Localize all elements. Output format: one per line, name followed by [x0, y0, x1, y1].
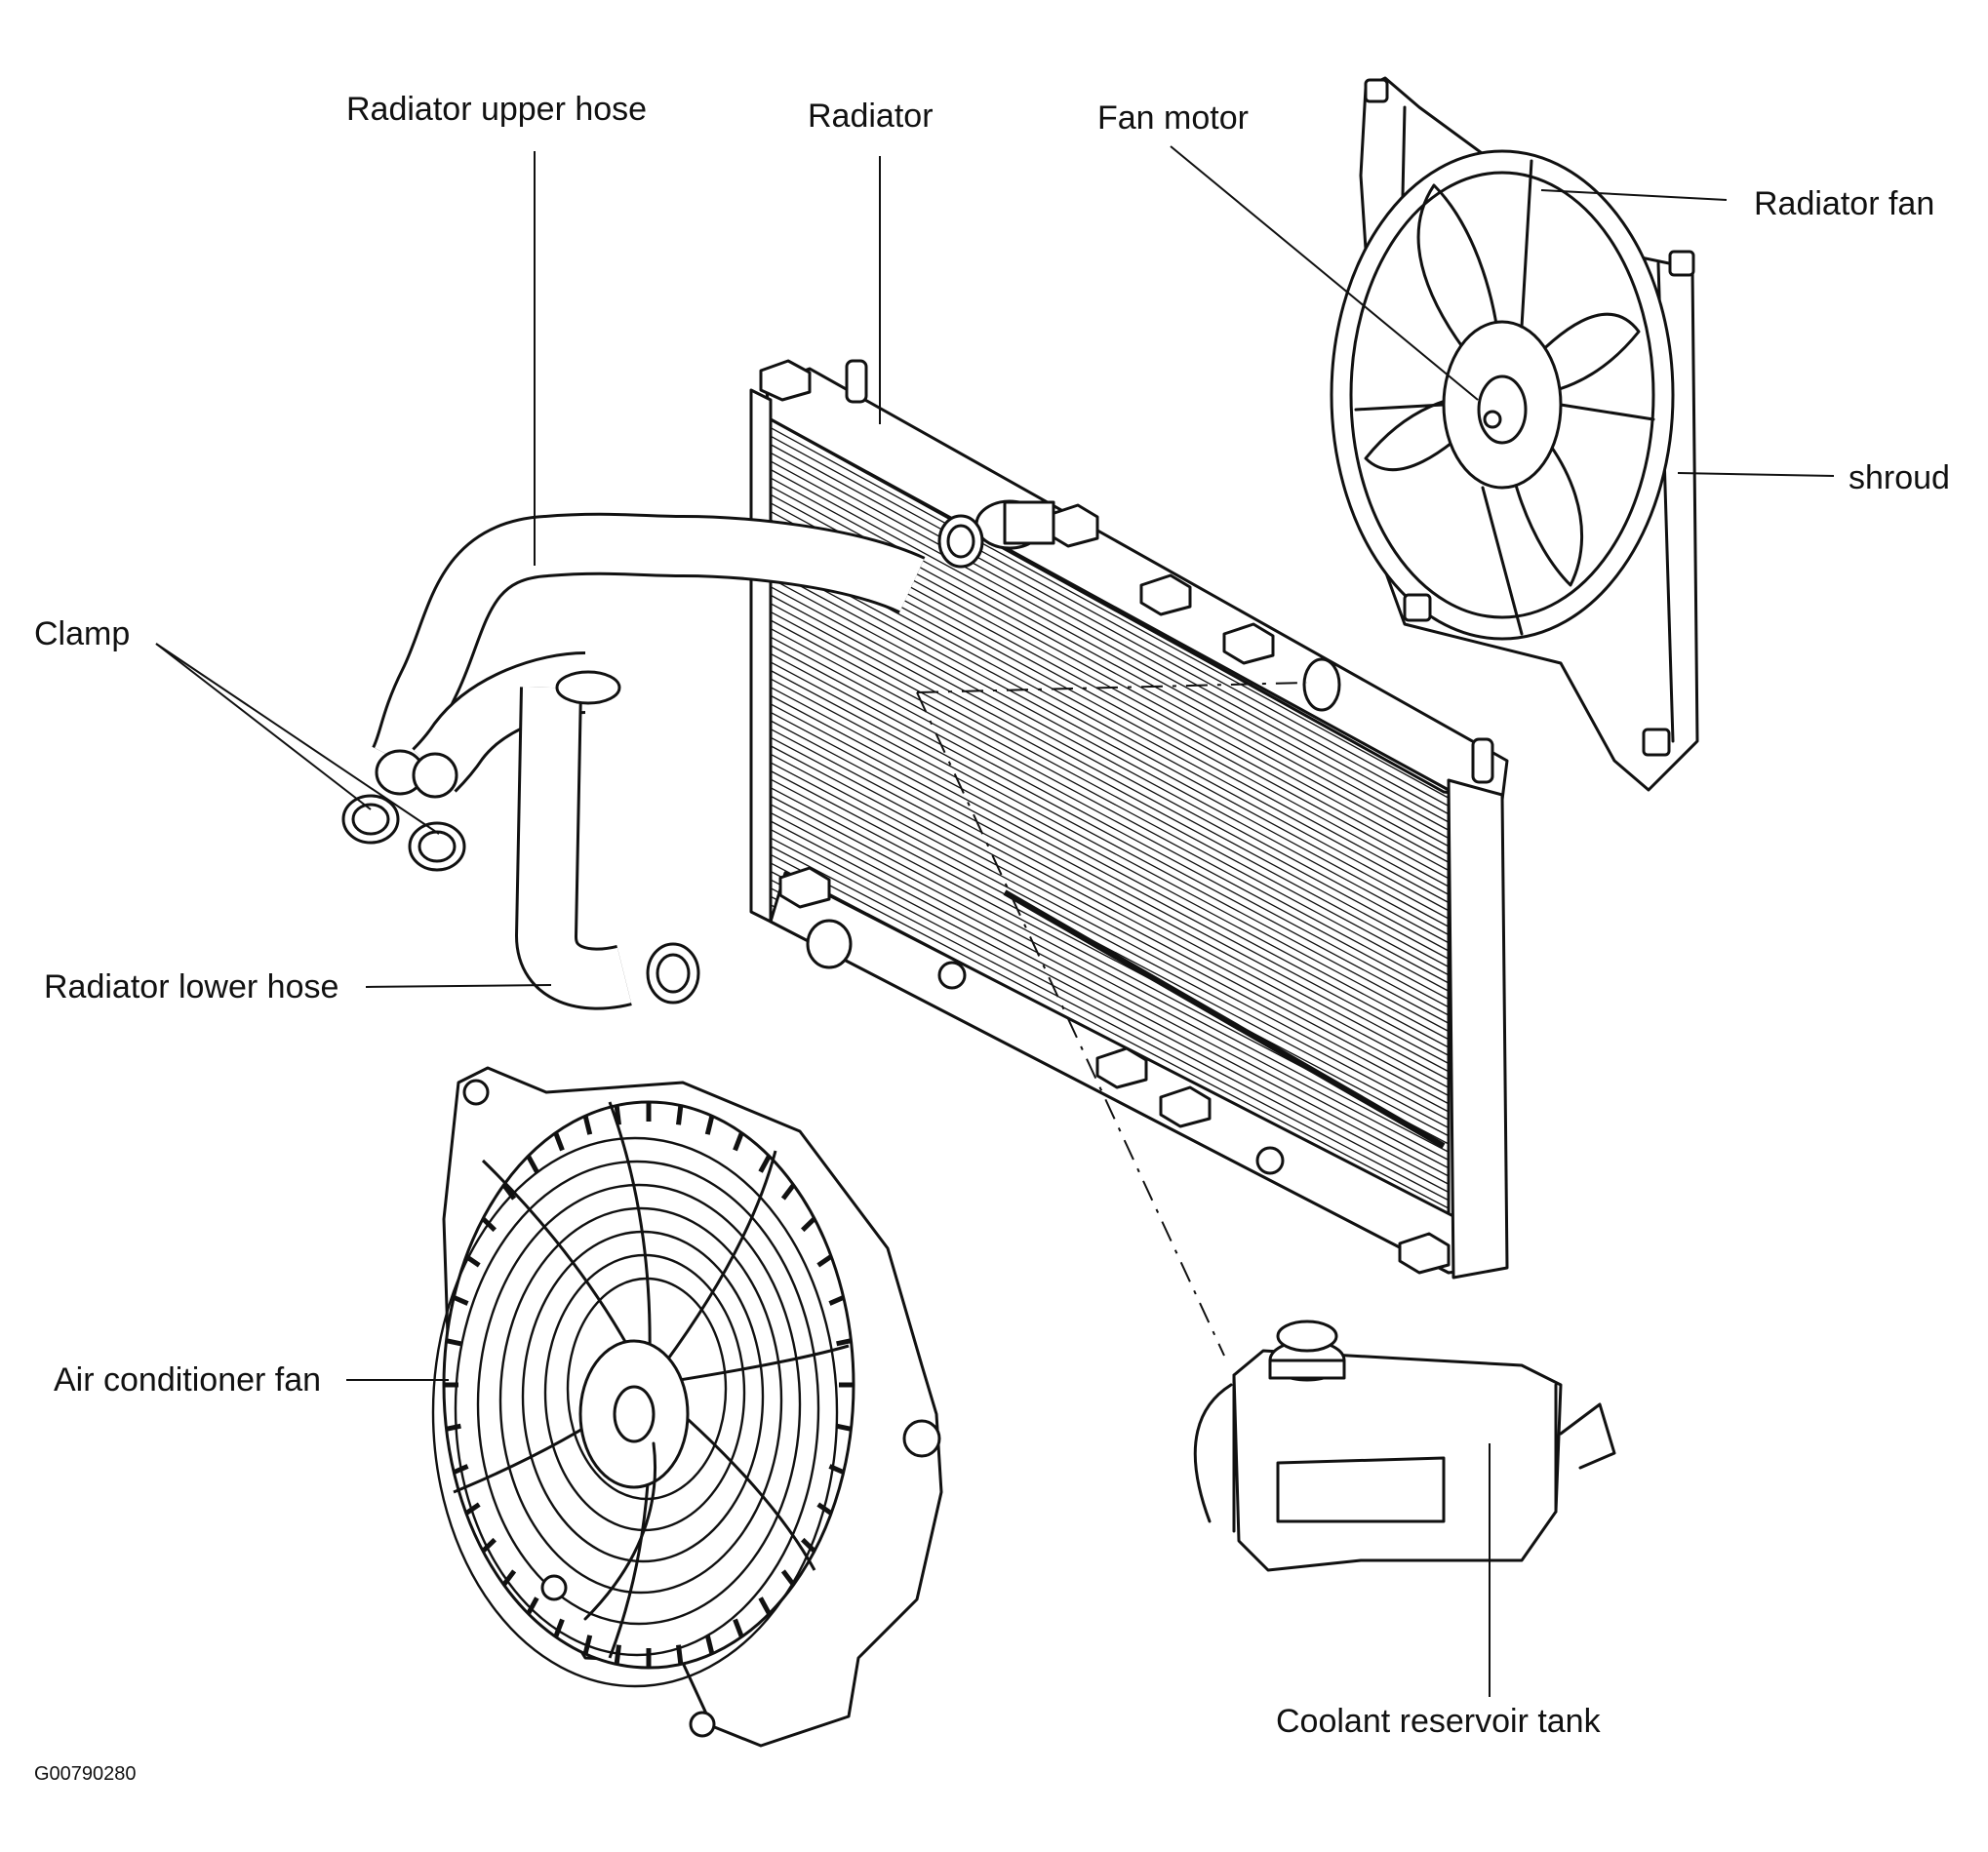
label-radiator-fan: Radiator fan: [1754, 185, 1935, 222]
label-coolant-reservoir-tank: Coolant reservoir tank: [1276, 1703, 1601, 1740]
label-radiator-lower-hose: Radiator lower hose: [44, 968, 339, 1005]
coolant-reservoir-tank: [1193, 1320, 1616, 1572]
label-air-conditioner-fan: Air conditioner fan: [54, 1361, 322, 1399]
air-conditioner-fan: [431, 1066, 943, 1748]
radiator-upper-hose: [371, 512, 926, 796]
figure-code: G00790280: [34, 1763, 137, 1785]
label-radiator: Radiator: [808, 98, 934, 135]
label-fan-motor: Fan motor: [1097, 99, 1249, 137]
radiator-fan-assembly: [1330, 76, 1699, 792]
clamp: [341, 514, 984, 1005]
label-clamp: Clamp: [34, 615, 131, 652]
label-radiator-upper-hose: Radiator upper hose: [346, 91, 648, 128]
label-shroud: shroud: [1849, 459, 1950, 496]
leader-lines: [155, 145, 1835, 1697]
radiator-lower-hose: [412, 651, 632, 1010]
ac-fan-grille: [431, 1101, 854, 1688]
